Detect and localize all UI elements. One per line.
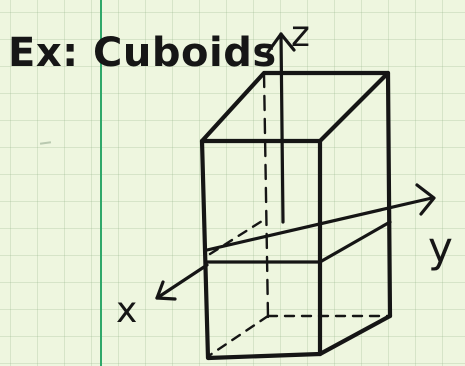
cuboid-front-face [199, 138, 323, 361]
page-title: Ex: Cuboids [8, 30, 277, 76]
z-axis: z [266, 14, 310, 224]
y-axis-arrowhead [415, 183, 436, 216]
y-axis-label: y [428, 223, 453, 272]
cuboid-cross-section-right [318, 220, 392, 264]
z-axis-line [279, 32, 285, 224]
cuboid-back-right-edge [385, 70, 393, 319]
cuboid-hidden-axis-segment [208, 219, 264, 256]
cuboid [199, 70, 393, 361]
y-axis: y [205, 183, 453, 272]
x-axis: x [116, 263, 209, 331]
z-axis-label: z [291, 14, 310, 55]
cuboid-bottom-right-edge [317, 313, 393, 357]
z-axis-arrowhead [266, 32, 296, 54]
cuboid-hidden-vertical-edge [262, 71, 270, 320]
x-axis-arrowhead [155, 280, 177, 301]
notebook-margin-line [100, 0, 102, 366]
x-axis-label: x [116, 290, 137, 331]
cuboid-top-face [199, 70, 391, 144]
cuboid-hidden-left-bottom-edge [208, 314, 270, 357]
x-axis-line [155, 263, 209, 300]
